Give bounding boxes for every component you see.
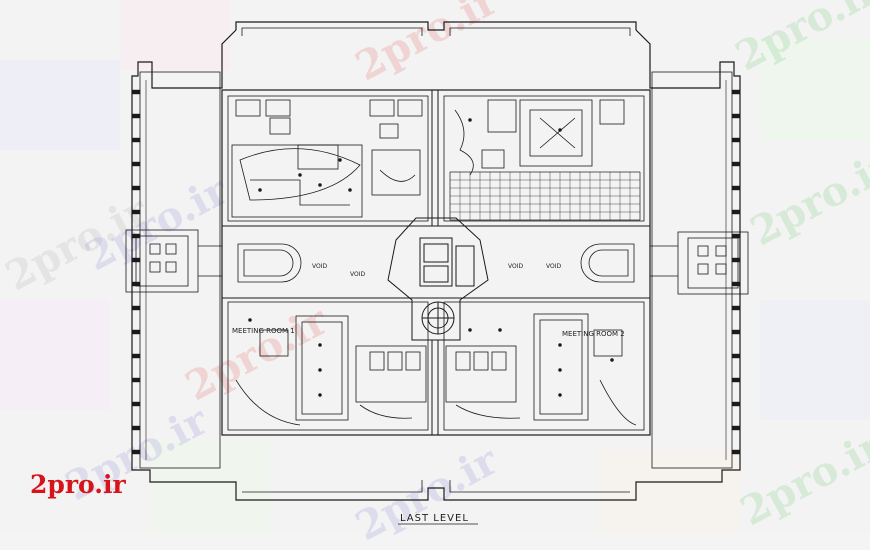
hall-layout-right bbox=[443, 95, 645, 222]
plan-detail bbox=[131, 89, 741, 455]
side-module-right bbox=[650, 231, 749, 295]
void-label: VOID bbox=[546, 263, 561, 270]
void-label: VOID bbox=[350, 271, 365, 278]
building-outline bbox=[131, 21, 741, 501]
brand-logo[interactable]: 2pro.ir bbox=[30, 470, 126, 499]
office-layout-left bbox=[227, 95, 429, 222]
side-module-left bbox=[125, 229, 222, 293]
stair-left bbox=[237, 243, 302, 283]
floor-plan: VOID VOID VOID VOID MEETING ROOM 1 MEETI… bbox=[125, 21, 749, 525]
void-label: VOID bbox=[508, 263, 523, 270]
stair-right bbox=[580, 243, 635, 283]
lift-core bbox=[387, 217, 489, 341]
drawing-title: LAST LEVEL bbox=[400, 513, 469, 524]
core-block bbox=[221, 89, 651, 436]
meeting-room-2-label: MEETING ROOM 2 bbox=[562, 330, 625, 338]
meeting-room-1 bbox=[227, 301, 429, 431]
void-label: VOID bbox=[312, 263, 327, 270]
meeting-room-1-label: MEETING ROOM 1 bbox=[232, 327, 295, 335]
meeting-room-2 bbox=[443, 301, 645, 431]
background-tiles bbox=[0, 0, 870, 533]
